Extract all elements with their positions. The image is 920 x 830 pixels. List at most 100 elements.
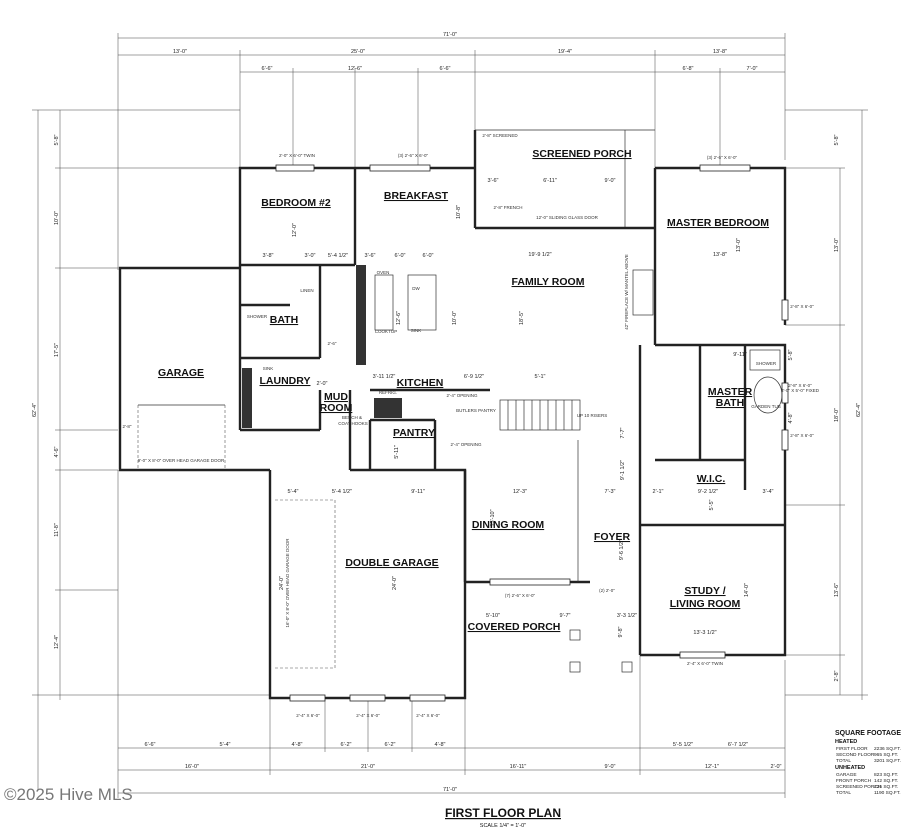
dim-bottom-total: 71'-0" (443, 787, 457, 793)
plan-label: SCREENED PORCH (836, 784, 882, 790)
dim-bot1-3: 4'-8" (292, 742, 303, 748)
plan-notes: 2'-8" SCREENED 2'-0" X 6'-0" TWIN (3) 2'… (123, 133, 820, 718)
plan-label: 2'-0" (317, 381, 328, 387)
dim-top-total: 71'-0" (443, 32, 457, 38)
plan-label: 10'-0" (452, 311, 458, 325)
room-breakfast: BREAKFAST (384, 190, 449, 202)
interior-dims: 3'-8" 3'-0" 5'-4 1/2" 12'-0" 10'-8" 3'-6… (263, 178, 794, 637)
plan-label: 2'-4" OPENING (451, 442, 482, 447)
plan-label: 16'-0" X 8'-0" OVER HEAD GARAGE DOOR (285, 538, 290, 628)
plan-label: SINK (411, 328, 422, 333)
plan-label: 12'-6" (396, 311, 402, 325)
dim-right-5: 2'-8" (834, 670, 840, 681)
plan-label: 13'-8" (713, 252, 727, 258)
dim-bot1-5: 6'-2" (385, 742, 396, 748)
dim-left-4: 4'-6" (54, 446, 60, 457)
plan-label: 142 SQ.FT. (874, 778, 898, 784)
plan-label: 19'-9 1/2" (528, 252, 551, 258)
windows (275, 164, 789, 702)
plan-label: 6'-9 1/2" (464, 374, 484, 380)
plan-label: 965 SQ.FT. (874, 752, 898, 758)
plan-label: 7'-3" (605, 489, 616, 495)
plan-label: FRONT PORCH (836, 778, 872, 784)
plan-label: 12'-0" SLIDING GLASS DOOR (536, 215, 598, 220)
dim-left-6: 12'-4" (54, 635, 60, 649)
plan-label: 6'-0" (395, 253, 406, 259)
plan-label: 3'-11 1/2" (373, 374, 396, 380)
plan-label: BENCH & (342, 415, 362, 420)
plan-label: 5'-11" (394, 445, 400, 459)
plan-label: 225 SQ.FT. (874, 784, 898, 790)
plan-label: 13'-3 1/2" (693, 630, 716, 636)
plan-label: 1190 SQ.FT. (874, 790, 901, 796)
plan-label: 823 SQ.FT. (874, 772, 898, 778)
plan-label: 2'-4" X 6'-0" (296, 713, 320, 718)
room-dining: DINING ROOM (472, 519, 545, 531)
plan-label: 7'-7" (620, 427, 626, 438)
plan-label: 4'-8" (788, 412, 794, 423)
plan-label: COAT HOOKS (338, 421, 368, 426)
walls (118, 129, 787, 700)
kitchen-cabinet-hatch (356, 265, 366, 365)
room-foyer: FOYER (594, 531, 631, 543)
dim-bot1-1: 6'-6" (145, 742, 156, 748)
plan-label: GARDEN TUB (751, 404, 780, 409)
plan-label: 2'-4" X 6'-0" TWIN (687, 661, 723, 666)
room-master-bedroom: MASTER BEDROOM (667, 217, 769, 229)
dim-bot1-7: 5'-5 1/2" (673, 742, 693, 748)
plan-label: SINK (263, 366, 274, 371)
room-family-room: FAMILY ROOM (512, 276, 585, 288)
plan-label: (7) 2'-6" X 6'-0" (505, 593, 536, 598)
plan-label: 9'-8" (618, 626, 624, 637)
room-wic: W.I.C. (697, 473, 726, 485)
plan-label: REFRIG. (379, 390, 397, 395)
sqft-unheated-label: UNHEATED (835, 765, 865, 771)
plan-label: 9'-0" X 8'-0" OVER HEAD GARAGE DOOR (138, 458, 225, 463)
dimension-labels: 71'-0" 13'-0" 25'-0" 19'-4" 13'-8" 6'-6"… (32, 32, 862, 793)
plan-label: 3'-6" (488, 178, 499, 184)
plan-label: 2'-4" X 6'-0" (416, 713, 440, 718)
refrigerator-hatch (374, 398, 402, 418)
plan-label: 24'-0" (392, 576, 398, 590)
plan-label: 3'-3 1/2" (617, 613, 637, 619)
plan-label: 3'-4" (763, 489, 774, 495)
dim-left-1: 5'-8" (54, 134, 60, 145)
plan-label: TOTAL (836, 790, 851, 796)
dim-top2-4: 6'-8" (683, 66, 694, 72)
room-bath: BATH (270, 314, 298, 326)
plan-label: 2'-8" X 6'-0" (790, 304, 814, 309)
room-study-1: STUDY / (684, 585, 725, 597)
plan-label: 6'-11" (543, 178, 557, 184)
plan-label: (3) 2'-6" X 6'-0" (398, 153, 429, 158)
plan-label: COOKTOP (375, 329, 397, 334)
plan-label: FIRST FLOOR (836, 746, 868, 752)
plan-label: 2'-8" (123, 424, 132, 429)
room-screened-porch: SCREENED PORCH (532, 148, 631, 160)
plan-label: 3'-0" X 5'-0" FIXED (781, 388, 820, 393)
plan-label: 3201 SQ.FT. (874, 758, 901, 764)
plan-label: 2'-8" FRENCH (494, 205, 523, 210)
sqft-title: SQUARE FOOTAGE (835, 730, 901, 737)
plan-label: 3'-8" (263, 253, 274, 259)
room-master-bath-1: MASTER (708, 386, 753, 398)
dim-right-3: 18'-0" (834, 408, 840, 422)
plan-label: 10'-8" (456, 205, 462, 219)
dim-bot2-4: 9'-0" (605, 764, 616, 770)
plan-label: BUTLERS PANTRY (456, 408, 496, 413)
dim-bot1-6: 4'-8" (435, 742, 446, 748)
plan-label: UP 10 RISERS (577, 413, 607, 418)
plan-label: 2'-0" X 6'-0" TWIN (279, 153, 315, 158)
dim-bot2-1: 16'-0" (185, 764, 199, 770)
dim-bot2-6: 2'-0" (771, 764, 782, 770)
watermark: ©2025 Hive MLS (4, 785, 133, 804)
stair-treads (507, 400, 573, 430)
room-pantry: PANTRY (393, 427, 435, 439)
plan-label: 9'-11" (733, 352, 747, 358)
plan-label: 3'-0" (305, 253, 316, 259)
dim-bot1-4: 6'-2" (341, 742, 352, 748)
plan-label: 14'-0" (744, 583, 750, 597)
plan-label: 24'-0" (279, 576, 285, 590)
square-footage-table: SQUARE FOOTAGE HEATED FIRST FLOOR 2236 S… (835, 730, 901, 796)
sqft-heated-label: HEATED (835, 739, 857, 745)
plan-label: (3) 2'-6" X 6'-0" (707, 155, 738, 160)
